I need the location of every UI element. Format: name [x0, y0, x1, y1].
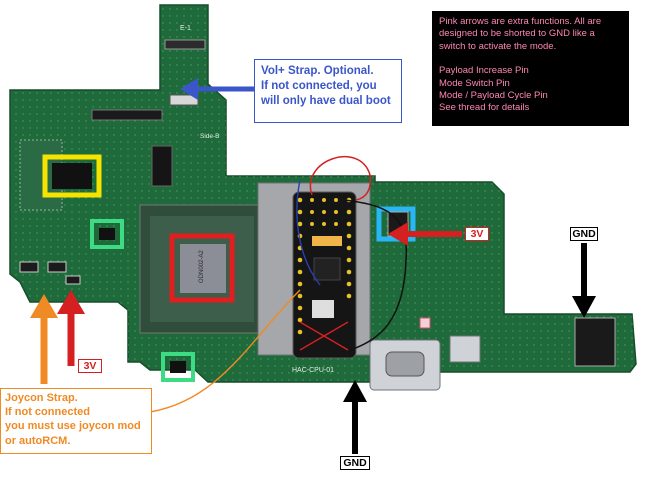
green-highlight-lower: [161, 352, 195, 382]
green-highlight-upper: [90, 219, 124, 249]
label-3v-left: 3V: [78, 359, 102, 373]
joycon-note-line-3: you must use joycon mod: [5, 420, 141, 433]
cyan-highlight: [376, 206, 416, 242]
blue-wire: [296, 179, 321, 286]
chip-marking: ODN002-A2: [199, 250, 205, 283]
right-connector: [574, 317, 616, 367]
orange-wire: [149, 289, 301, 413]
legend-intro-1: Pink arrows are extra functions. All are: [439, 16, 602, 27]
joycon-arrow-head: [30, 294, 58, 318]
gnd-arrow-bottom-head: [343, 380, 367, 402]
joycon-note-line-4: or autoRCM.: [5, 434, 71, 447]
legend-item-mode-payload-cycle: Mode / Payload Cycle Pin: [439, 90, 548, 102]
label-gnd-right: GND: [570, 227, 598, 241]
joycon-note-line-1: Joycon Strap.: [5, 392, 78, 404]
soc-red-highlight: [169, 233, 235, 303]
black-wire: [344, 199, 408, 351]
label-3v-right: 3V: [465, 227, 489, 241]
legend-item-payload-increase: Payload Increase Pin: [439, 65, 529, 77]
silkscreen-side: Side-B: [200, 133, 220, 140]
red-wire-loop: [309, 156, 372, 201]
flex-connector: [91, 109, 163, 121]
legend-item-see-thread: See thread for details: [439, 102, 530, 114]
top-connector: [164, 39, 206, 50]
red-arrow-left-head: [57, 290, 85, 314]
label-gnd-bottom: GND: [340, 456, 370, 470]
pink-arrow-legend: Pink arrows are extra functions. All are…: [432, 11, 629, 126]
yellow-highlight: [42, 154, 102, 198]
silkscreen-board: HAC-CPU-01: [292, 367, 334, 374]
vol-strap-note: Vol+ Strap. Optional. If not connected, …: [254, 59, 402, 123]
silkscreen-e1: E-1: [180, 25, 191, 32]
legend-intro-3: switch to activate the mode.: [439, 40, 557, 52]
red-arrow-right-head: [388, 222, 408, 246]
vol-note-line-1: Vol+ Strap. Optional.: [261, 65, 374, 77]
legend-intro-2: designed to be shorted to GND like a: [439, 28, 595, 40]
vol-arrow-head: [180, 78, 198, 100]
gnd-arrow-right-head: [572, 296, 596, 318]
legend-item-mode-switch: Mode Switch Pin: [439, 77, 510, 89]
vol-note-line-2: If not connected, you: [261, 80, 377, 92]
vol-note-line-3: will only have dual boot: [261, 95, 391, 107]
joycon-strap-note: Joycon Strap. If not connected you must …: [0, 388, 152, 454]
joycon-note-line-2: If not connected: [5, 406, 90, 419]
